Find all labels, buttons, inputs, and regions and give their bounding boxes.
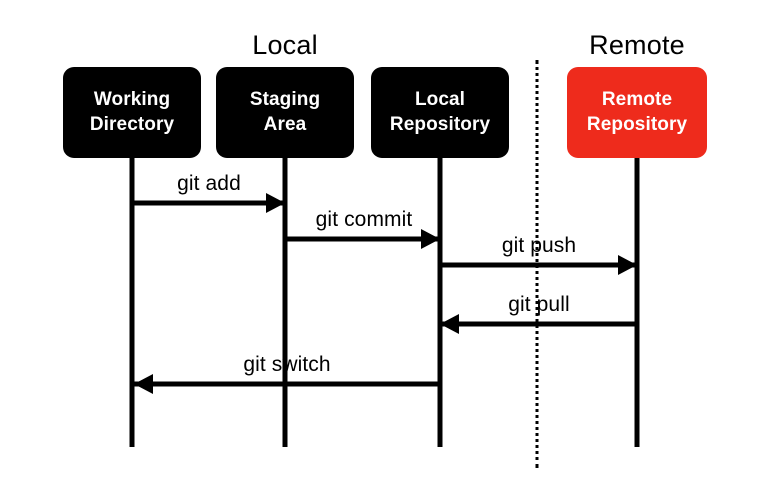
arrowhead-git-switch bbox=[134, 374, 153, 394]
message-line-git-push bbox=[442, 262, 637, 268]
group-title-remote: Remote bbox=[589, 30, 685, 60]
message-line-git-commit bbox=[287, 236, 440, 242]
message-line-git-add bbox=[134, 200, 285, 206]
node-label-local-repository: Local Repository bbox=[389, 88, 491, 135]
lifeline-remote-repository bbox=[634, 158, 640, 447]
message-line-git-switch bbox=[134, 381, 440, 387]
node-label-staging-area: Staging Area bbox=[249, 88, 321, 135]
message-line-git-pull bbox=[440, 321, 637, 327]
node-local-repository[interactable]: Local Repository bbox=[371, 67, 509, 158]
message-label-git-add: git add bbox=[177, 172, 241, 195]
node-remote-repository[interactable]: Remote Repository bbox=[567, 67, 707, 158]
node-staging-area[interactable]: Staging Area bbox=[216, 67, 354, 158]
arrowhead-git-push bbox=[618, 255, 637, 275]
lifeline-working-directory bbox=[129, 158, 135, 447]
message-label-git-switch: git switch bbox=[243, 353, 331, 376]
message-label-git-push: git push bbox=[501, 234, 577, 257]
lifeline-local-repository bbox=[437, 158, 443, 447]
arrowhead-git-pull bbox=[440, 314, 459, 334]
arrowhead-git-add bbox=[266, 193, 285, 213]
message-label-git-commit: git commit bbox=[315, 208, 413, 231]
node-working-directory[interactable]: Working Directory bbox=[63, 67, 201, 158]
message-label-git-pull: git pull bbox=[508, 293, 570, 316]
lifeline-staging-area bbox=[282, 158, 288, 447]
node-label-remote-repository: Remote Repository bbox=[586, 88, 688, 135]
group-title-local: Local bbox=[252, 30, 318, 60]
node-label-working-directory: Working Directory bbox=[89, 88, 175, 135]
arrowhead-git-commit bbox=[421, 229, 440, 249]
